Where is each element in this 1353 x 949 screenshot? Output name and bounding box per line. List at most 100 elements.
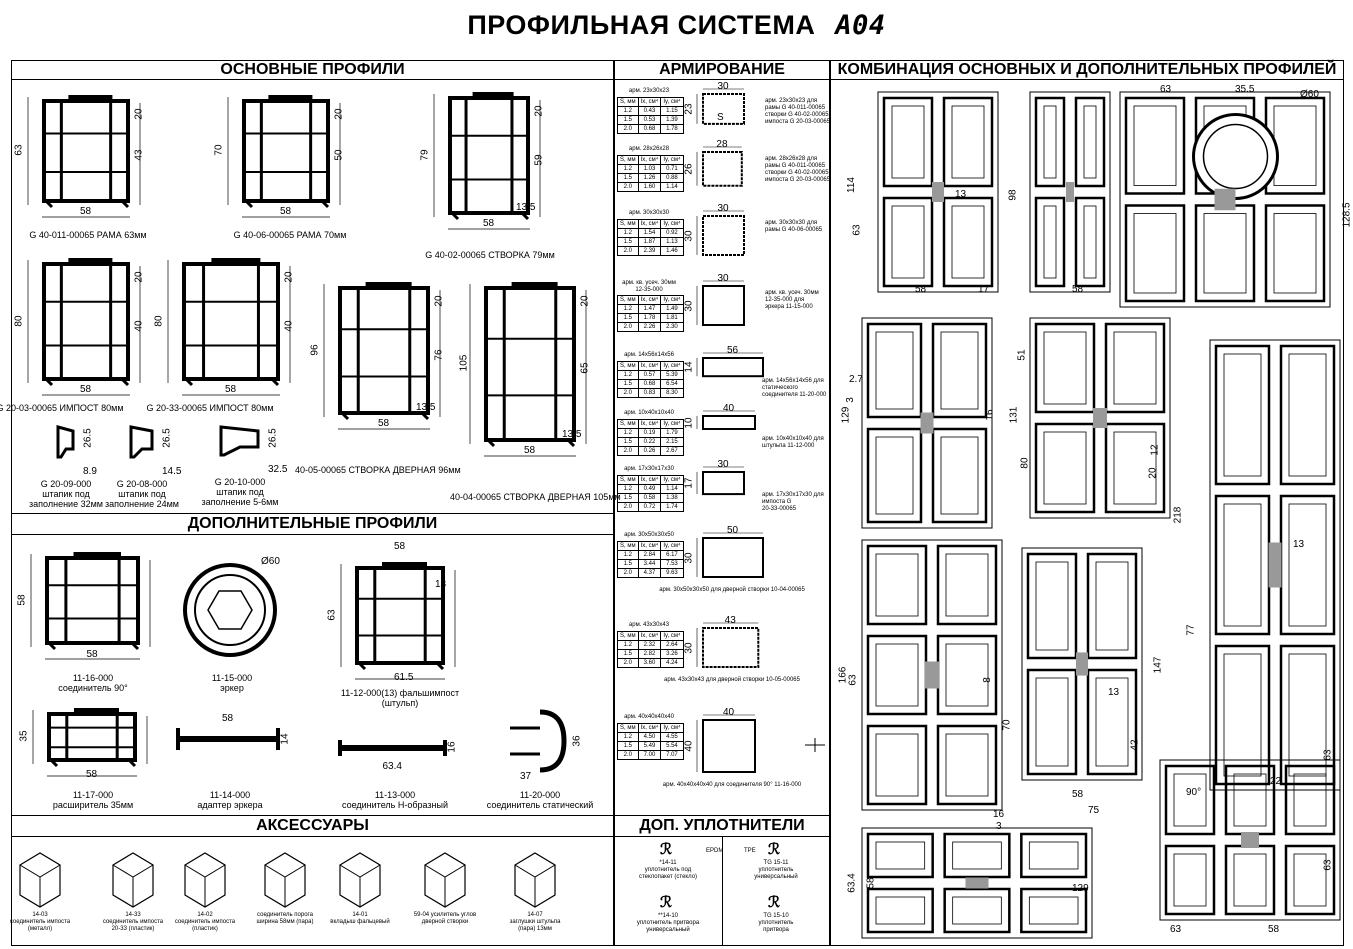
reinforcement-title: арм. 17x30x17x30	[624, 466, 674, 472]
table-cell: 1.81	[660, 313, 684, 323]
table-header-cell: S, мм	[617, 631, 639, 641]
table-cell: 1.87	[637, 237, 662, 247]
table-cell: 5.39	[660, 370, 684, 380]
bead-fill: заполнение 32мм	[29, 499, 103, 509]
dimension-label: 63	[851, 224, 863, 236]
table-cell: 6.54	[660, 379, 684, 389]
table-cell: 1.78	[660, 124, 684, 134]
dimension-label: 58	[222, 713, 234, 724]
dimension-label: 70	[1001, 719, 1013, 731]
bead-name: штапик под	[216, 487, 264, 497]
table-cell: 1.60	[637, 182, 662, 192]
dimension-label: 63.4	[846, 873, 858, 893]
table-header-cell: S, мм	[617, 475, 639, 485]
additional-profile-drawing	[510, 709, 567, 773]
dimension-label: 3	[996, 821, 1002, 832]
accessory-caption-line: (металл)	[27, 926, 53, 932]
reinforcement-title: арм. 43x30x43	[628, 622, 670, 628]
accessory-drawing	[424, 852, 466, 908]
reinforcement-note-line: импоста G 20-03-00065	[765, 177, 831, 183]
profile-name: соединитель 90°	[58, 683, 128, 693]
additional-profile-drawing	[32, 708, 148, 777]
dimension-label: 13	[435, 579, 447, 590]
divider	[829, 60, 831, 946]
seal-caption-line: притвора	[763, 927, 789, 933]
dimension-label: 32.5	[268, 464, 288, 475]
dimension-label: 51	[1016, 349, 1028, 361]
table-cell: 1.78	[637, 313, 662, 323]
reinforcement-shape	[696, 410, 756, 430]
accessory-caption-line: соединитель импоста	[102, 919, 164, 925]
dimension-label: 58	[1268, 924, 1280, 935]
table-cell: 0.49	[637, 484, 662, 494]
dimension-label: 17	[978, 284, 990, 295]
divider	[722, 837, 723, 945]
reinforcement-title: арм. 23x30x23	[628, 88, 670, 94]
reinforcement-note-line: створки G 40-02-00065	[765, 170, 829, 176]
reinforcement-note-line: арм. 10x40x10x40 для	[762, 436, 824, 442]
table-cell: 0.43	[637, 106, 662, 116]
accessory-caption-line: 14-07	[527, 912, 543, 918]
table-cell: 1.39	[660, 115, 684, 125]
dimension-label: 37	[520, 771, 532, 782]
dimension-label: 50	[727, 525, 739, 536]
profile-name: соединитель статический	[486, 800, 594, 810]
dimension-label: 63	[13, 144, 25, 156]
profile-caption: G 20-03-00065 ИМПОСТ 80мм	[0, 403, 124, 413]
accessory-caption-line: 20-33 (пластик)	[111, 926, 155, 932]
dimension-label: 20	[333, 108, 345, 120]
dimension-label: 96	[309, 343, 321, 356]
dimension-label: 30	[683, 299, 695, 312]
reinforcement-shape	[696, 714, 756, 773]
tpe-label: TPE	[744, 848, 756, 854]
profile-combination-drawing	[1029, 317, 1171, 519]
seal-caption-line: универсальный	[754, 874, 798, 880]
accessory-drawing	[264, 852, 306, 908]
additional-profile-drawing	[30, 552, 151, 660]
dimension-label: 58	[394, 541, 406, 552]
table-cell: 1.5	[617, 115, 639, 125]
table-cell: 1.26	[637, 173, 662, 183]
seal-caption-line: универсальный	[646, 927, 690, 933]
axis-cross-icon	[805, 738, 825, 752]
profile-caption: G 40-011-00065 РАМА 63мм	[29, 230, 147, 240]
dimension-label: 43	[724, 615, 736, 626]
profile-code: 11-20-000	[519, 790, 561, 800]
seal-caption-line: **14-10	[657, 913, 678, 919]
dimension-label: 23	[683, 103, 695, 115]
profile-combination-drawing	[1029, 91, 1111, 293]
profile-name: (штульп)	[381, 698, 419, 708]
dimension-label: 30	[717, 203, 729, 214]
table-cell: 0.88	[660, 173, 684, 183]
profile-combination-drawing	[1021, 547, 1143, 781]
dimension-label: 16	[984, 409, 996, 421]
reinforcement-note-line: статического	[762, 385, 798, 391]
accessory-drawing	[339, 852, 381, 908]
table-header-cell: Ix, см⁴	[637, 295, 662, 305]
table-cell: 0.83	[637, 388, 662, 398]
reinforcement-title: арм. 30x30x30	[628, 210, 670, 216]
accessory-caption-line: заглушки штульпа	[509, 919, 561, 925]
table-header-cell: Iy, см⁴	[660, 631, 684, 641]
dimension-label: 30	[717, 81, 729, 92]
table-cell: 2.84	[637, 550, 662, 560]
table-cell: 1.14	[660, 182, 684, 192]
divider	[613, 60, 615, 946]
accessory-caption-line: вкладыш фальцевый	[330, 919, 390, 925]
